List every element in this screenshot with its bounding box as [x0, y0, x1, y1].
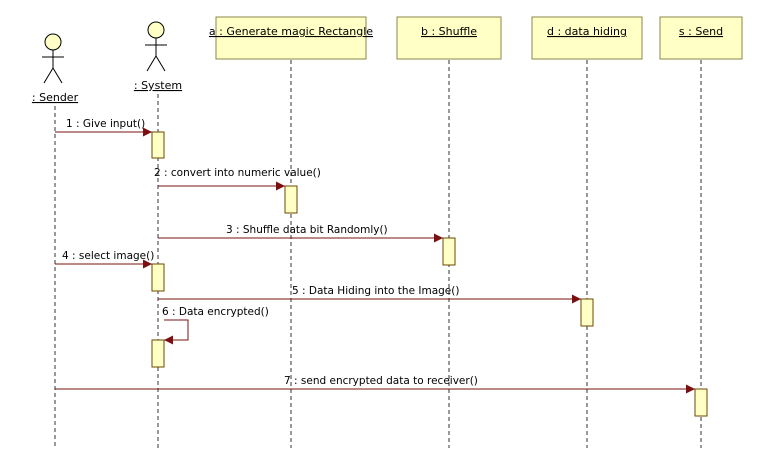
object-label-shuffle: b : Shuffle	[421, 25, 477, 38]
activation-data-hiding	[580, 298, 594, 327]
activation-shuffle	[442, 237, 456, 266]
actor-sender-icon	[42, 33, 64, 84]
message-label-4: 4 : select image()	[62, 250, 154, 262]
activation-generate-magic-rectangle	[284, 185, 298, 214]
message-label-5: 5 : Data Hiding into the Image()	[292, 285, 459, 297]
object-label-send: s : Send	[679, 25, 723, 38]
activation-system-2	[151, 263, 165, 292]
activation-system-3	[151, 339, 165, 368]
actor-sender-label: : Sender	[32, 91, 79, 104]
message-label-3: 3 : Shuffle data bit Randomly()	[226, 224, 388, 236]
actor-system-icon	[145, 21, 167, 72]
object-label-data-hiding: d : data hiding	[547, 25, 627, 38]
activation-system-1	[151, 131, 165, 159]
object-box-generate-magic-rectangle	[215, 16, 367, 60]
message-label-2: 2 : convert into numeric value()	[154, 167, 321, 179]
object-box-data-hiding	[531, 16, 643, 60]
actor-system-label: : System	[134, 79, 182, 92]
message-label-6: 6 : Data encrypted()	[162, 306, 269, 318]
object-box-shuffle	[396, 16, 502, 60]
message-arrow-6	[164, 319, 189, 345]
message-label-7: 7 : send encrypted data to receiver()	[284, 375, 478, 387]
activation-send	[694, 388, 708, 417]
object-label-generate-magic-rectangle: a : Generate magic Rectangle	[209, 25, 373, 38]
object-box-send	[659, 16, 743, 60]
message-label-1: 1 : Give input()	[66, 118, 145, 130]
